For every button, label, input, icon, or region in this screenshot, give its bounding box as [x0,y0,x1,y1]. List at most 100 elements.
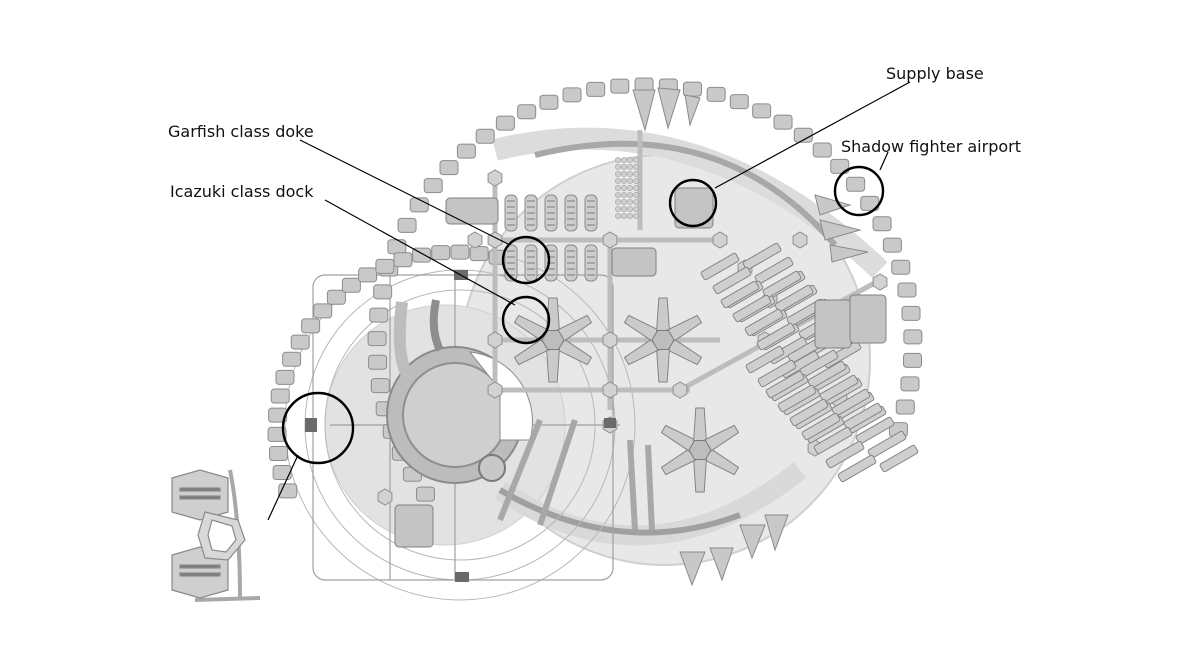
hull-segment [368,354,388,370]
hull-segment [846,176,866,192]
hull-segment [882,237,902,253]
supply-base-label: Supply base [886,64,984,83]
hull-segment [272,464,292,480]
hull-segment [387,239,407,255]
hull-segment [375,258,395,274]
icazuki-dock-clusters [513,297,740,493]
hangar-strip [879,444,919,473]
hull-segment [752,103,772,119]
road-junction-node [872,273,888,291]
hangar-strip [813,426,853,455]
hull-segment [895,399,915,415]
road-junction-node [487,331,503,349]
hull-segment [706,86,726,102]
hangar-strip [774,284,814,313]
shadow-fighter-airport-marker [833,165,885,217]
hull-segment [610,78,630,94]
road-junction-node [602,231,618,249]
hangar-strip [720,280,760,309]
hangar-strip [712,266,752,295]
support-rib [497,418,543,522]
upper-dark-arc [534,140,838,247]
hull-segment [901,305,921,321]
supply-base-marker [668,178,718,228]
hangar-strip [867,430,907,459]
hangar-strips [497,242,919,531]
hangar-strip [700,252,740,281]
hull-segment [812,142,832,158]
hangar-strip [777,384,817,413]
hull-segment [282,351,302,367]
hull-segment [903,352,923,368]
hull-segment [341,277,361,293]
hull-segment [469,246,489,262]
icazuki-dock-label: Icazuki class dock [170,182,314,201]
road-junction-node [792,231,808,249]
hull-segment [397,217,417,233]
hull-segment [301,318,321,334]
hull-segment [562,87,582,103]
garfish-dock-label: Garfish class doke [168,122,314,141]
hull-segment [830,158,850,174]
hangar-strip [732,294,772,323]
hull-segment [423,178,443,194]
cluster-hub [541,330,565,350]
lower-dark-arc [498,487,742,536]
road-junction-node [467,231,483,249]
hangar-strip [765,370,805,399]
hangar-strip [837,454,877,483]
hull-segment [729,94,749,110]
callout-lines [267,81,911,521]
support-rib [627,439,638,531]
road-junction-node [487,169,503,187]
hangar-strip [855,416,895,445]
hangar-strip [742,242,782,271]
hull-segment [313,303,333,319]
hangar-strip [762,270,802,299]
left-airlock-marker [281,391,355,465]
hull-segment [475,128,495,144]
hull-segment [456,143,476,159]
hull-segment [900,376,920,392]
hull-segment [358,267,378,283]
support-rib [645,444,655,531]
hangar-strip [801,412,841,441]
central-command-core [386,299,533,484]
garfish-dock-marker [501,235,551,285]
hull-segment [267,426,287,442]
hangar-strip [754,256,794,285]
hull-segment [586,81,606,97]
hangar-strip [831,388,871,417]
hull-segment [495,115,515,131]
shadow-fighter-airport-label: Shadow fighter airport [841,137,1021,156]
hull-segment [903,329,923,345]
hull-segment [326,289,346,305]
hull-segment [393,252,413,268]
hangar-strip [807,360,847,389]
hull-chain-ring [267,77,923,502]
hull-segment [431,245,451,261]
hull-segment [450,244,470,260]
hull-segment [773,114,793,130]
icazuki-dock-marker [501,295,551,345]
hull-segment [517,104,537,120]
hull-segment [872,216,892,232]
hull-segment [897,282,917,298]
hull-segment [370,378,390,394]
lower-left-module [171,469,261,602]
supply-base-module [394,187,887,548]
hangar-strip [789,398,829,427]
hull-segment [891,259,911,275]
hull-segment [275,369,295,385]
hull-segment [290,334,310,350]
hull-segment [415,486,435,502]
road-junction-node [487,381,503,399]
hull-segment [373,284,393,300]
hangar-strip [825,440,865,469]
hull-segment [270,388,290,404]
hull-segment [412,247,432,263]
hull-segment [439,160,459,176]
bottom-shuttle-pods [679,514,789,587]
garfish-dock-rows [504,157,639,282]
hull-segment [539,94,559,110]
